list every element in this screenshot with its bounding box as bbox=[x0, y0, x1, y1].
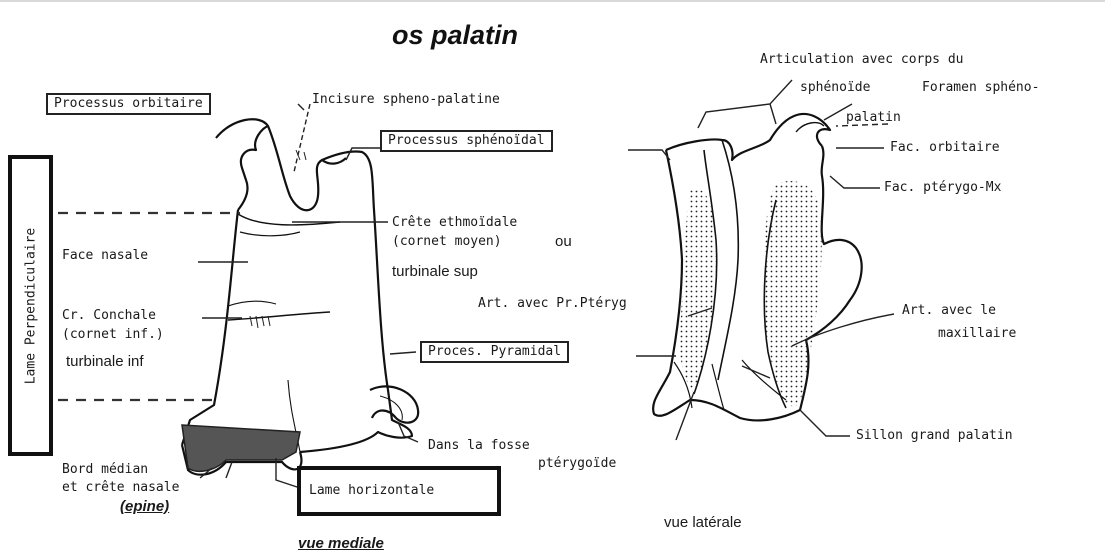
label-face-nasale: Face nasale bbox=[62, 248, 148, 264]
label-foramen-1: Foramen sphéno- bbox=[922, 80, 1039, 96]
nasal-crest-shading bbox=[182, 425, 300, 471]
label-fac-orbitaire: Fac. orbitaire bbox=[890, 140, 1000, 156]
label-art-maxillaire-1: Art. avec le bbox=[902, 303, 996, 319]
medial-bone-outline bbox=[182, 119, 418, 474]
label-dans-la-fosse: Dans la fosse bbox=[428, 438, 530, 454]
label-cornet-moyen: (cornet moyen) bbox=[392, 234, 502, 250]
label-pterygoide: ptérygoïde bbox=[538, 456, 616, 472]
label-lame-horizontale: Lame horizontale bbox=[297, 466, 501, 516]
diagram-title: os palatin bbox=[392, 20, 518, 51]
label-processus-sphenoidal: Processus sphénoïdal bbox=[380, 130, 553, 152]
stippled-area-right bbox=[763, 181, 822, 406]
label-incisure: Incisure spheno-palatine bbox=[312, 92, 500, 108]
label-ou: ou bbox=[555, 234, 572, 250]
label-cornet-inf: (cornet inf.) bbox=[62, 327, 164, 343]
medial-dashed-lines bbox=[58, 213, 240, 400]
label-turbinale-inf: turbinale inf bbox=[66, 354, 144, 370]
caption-vue-laterale: vue latérale bbox=[664, 515, 742, 531]
label-fac-pterygo: Fac. ptérygo-Mx bbox=[884, 180, 1001, 196]
label-processus-orbitaire: Processus orbitaire bbox=[46, 93, 211, 115]
label-cr-conchale: Cr. Conchale bbox=[62, 308, 156, 324]
caption-vue-mediale: vue mediale bbox=[298, 536, 384, 552]
label-bord-median: Bord médian bbox=[62, 462, 148, 478]
label-lame-perpendiculaire-text: Lame Perpendiculaire bbox=[23, 227, 38, 384]
label-lame-perpendiculaire: Lame Perpendiculaire bbox=[8, 155, 53, 456]
label-art-pr-pteryg: Art. avec Pr.Ptéryg bbox=[478, 296, 627, 312]
label-articulation-2: sphénoïde bbox=[800, 80, 870, 96]
label-epine: (epine) bbox=[120, 499, 169, 515]
label-turbinale-sup: turbinale sup bbox=[392, 264, 478, 280]
lateral-leader-lines bbox=[628, 80, 894, 440]
label-proces-pyramidal: Proces. Pyramidal bbox=[420, 341, 569, 363]
label-lame-horizontale-text: Lame horizontale bbox=[309, 483, 434, 498]
stippled-area-left bbox=[680, 189, 717, 394]
label-foramen-2: palatin bbox=[846, 110, 901, 126]
label-articulation-1: Articulation avec corps du bbox=[760, 52, 964, 68]
label-art-maxillaire-2: maxillaire bbox=[938, 326, 1016, 342]
label-sillon: Sillon grand palatin bbox=[856, 428, 1013, 444]
label-crete-ethmoidale: Crête ethmoïdale bbox=[392, 215, 517, 231]
label-et-crete-nasale: et crête nasale bbox=[62, 480, 179, 496]
